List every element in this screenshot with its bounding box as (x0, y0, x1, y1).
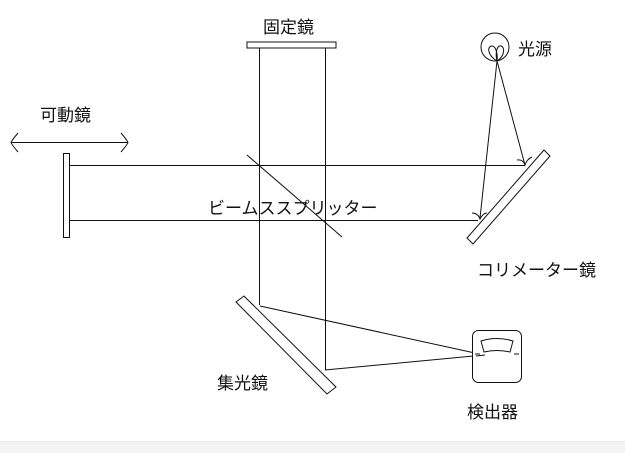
moving-mirror (63, 153, 70, 238)
beam-splitter (246, 154, 343, 238)
condenser-mirror (235, 295, 337, 395)
collimator-mirror (466, 149, 551, 245)
light-source-label: 光源 (518, 40, 552, 60)
double-arrow-icon (10, 132, 129, 153)
light-bulb-icon (480, 32, 510, 62)
beam-splitter-label: ビームススプリッター (208, 199, 378, 219)
fixed-mirror-label: 固定鏡 (263, 18, 314, 38)
focus-ray-2 (324, 354, 485, 371)
focus-ray-1 (259, 305, 485, 356)
source-ray-1 (496, 60, 526, 166)
moving-mirror-label: 可動鏡 (40, 106, 91, 126)
detector-label: 検出器 (467, 403, 518, 423)
footer-strip (0, 441, 625, 453)
detector-meter-icon (472, 330, 522, 383)
arrowhead (471, 212, 488, 221)
fixed-mirror (246, 41, 337, 49)
arrowhead (516, 156, 533, 167)
condenser-mirror-label: 集光鏡 (217, 374, 268, 394)
collimator-mirror-label: コリメーター鏡 (477, 261, 596, 281)
source-ray-2 (479, 60, 498, 219)
